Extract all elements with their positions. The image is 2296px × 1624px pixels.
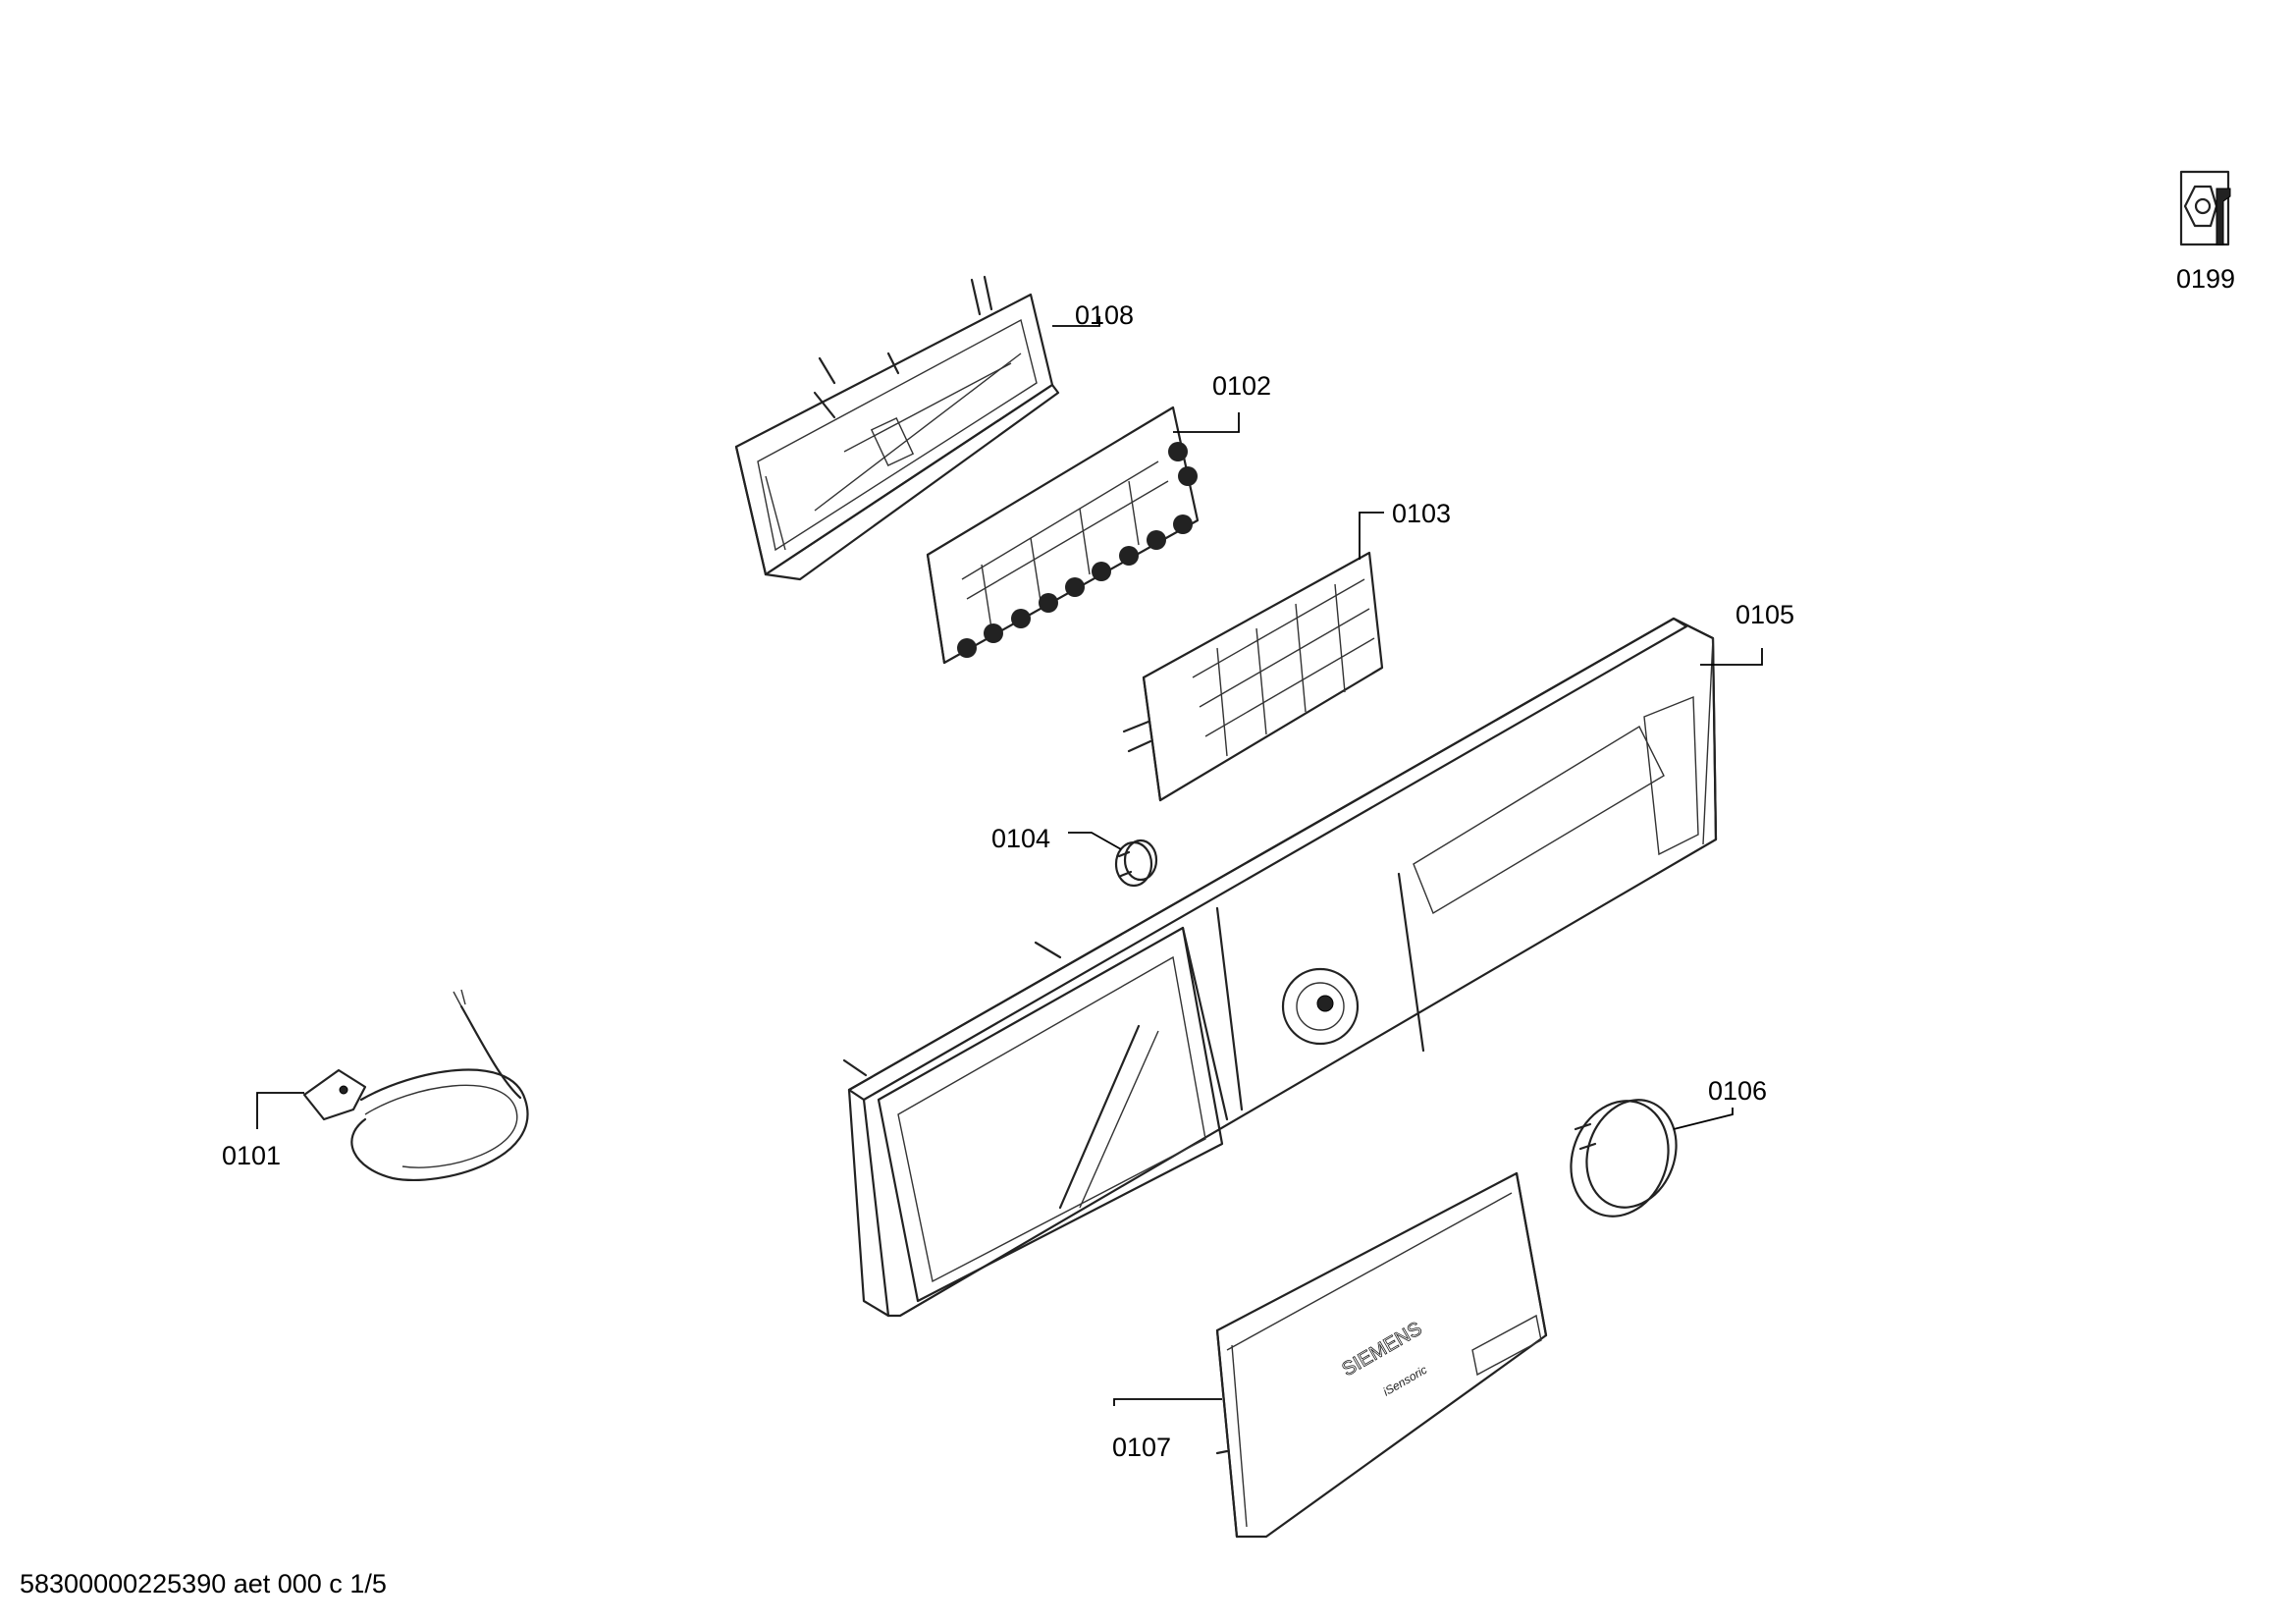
part-0101-power-cord xyxy=(302,989,529,1181)
label-0105: 0105 xyxy=(1735,600,1794,629)
label-0106: 0106 xyxy=(1708,1076,1767,1106)
label-0107: 0107 xyxy=(1112,1433,1171,1462)
leader-0102 xyxy=(1173,412,1240,433)
part-0104-knob xyxy=(1114,839,1158,888)
leader-0106 xyxy=(1673,1108,1734,1130)
part-0107-drawer-front: SIEMENS iSensoric xyxy=(1215,1171,1548,1539)
label-0199: 0199 xyxy=(2176,264,2235,294)
document-id: 58300000225390 aet 000 c 1/5 xyxy=(20,1569,387,1598)
part-0105-control-panel xyxy=(842,617,1718,1318)
leader-0105 xyxy=(1700,648,1763,666)
label-0102: 0102 xyxy=(1212,371,1271,401)
label-0101: 0101 xyxy=(222,1141,281,1170)
label-0104: 0104 xyxy=(991,824,1050,853)
part-0108-bracket xyxy=(734,275,1060,581)
leader-0101 xyxy=(256,1092,304,1129)
label-0103: 0103 xyxy=(1392,499,1451,528)
service-tool-icon xyxy=(2179,170,2231,246)
leader-0103 xyxy=(1359,512,1384,560)
leader-0108 xyxy=(1052,316,1100,327)
part-0106-round-knob xyxy=(1570,1099,1678,1218)
label-0108: 0108 xyxy=(1075,300,1134,330)
part-0103-button-carrier xyxy=(1122,551,1384,802)
leader-0107 xyxy=(1113,1398,1222,1406)
leader-0104 xyxy=(1068,832,1122,850)
part-0102-circuit-board xyxy=(926,406,1200,665)
